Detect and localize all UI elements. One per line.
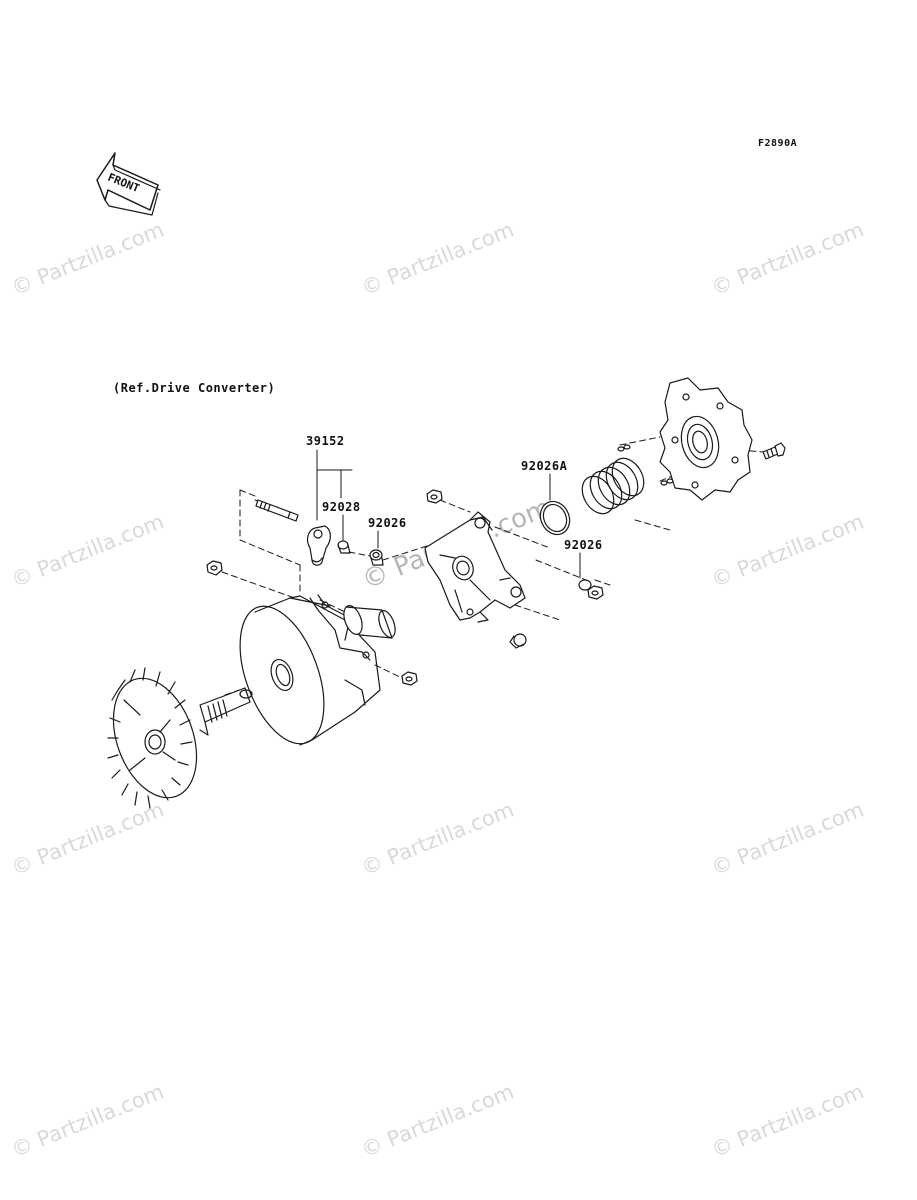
spring (581, 457, 645, 515)
front-arrow-icon: FRONT (96, 152, 161, 216)
nut-right (587, 585, 604, 600)
spider (424, 511, 526, 623)
leader-39152 (316, 449, 353, 521)
part-label-92026-second[interactable]: 92026 (564, 538, 603, 552)
ring-92026A (539, 500, 571, 536)
nut-center (426, 489, 443, 504)
oring-92026 (578, 579, 592, 591)
nut-left (206, 560, 223, 576)
weight-pin (255, 499, 299, 522)
nut-sheave (401, 671, 418, 686)
cover-bolt (762, 442, 786, 460)
bushing-92026 (369, 549, 384, 566)
dashed-assembly-lines (221, 436, 764, 696)
part-label-92026[interactable]: 92026 (368, 516, 407, 530)
part-label-39152[interactable]: 39152 (306, 434, 345, 448)
sheave-bushing (343, 605, 396, 639)
movable-sheave (239, 594, 381, 746)
bushing-92028 (337, 540, 351, 554)
spider-roller (509, 633, 527, 649)
fixed-sheave (107, 667, 198, 809)
part-label-92026A[interactable]: 92026A (521, 459, 568, 473)
weight-arm (306, 525, 331, 566)
reference-note: (Ref.Drive Converter) (113, 381, 276, 395)
part-label-92028[interactable]: 92028 (322, 500, 361, 514)
cover-flange (659, 377, 753, 501)
drive-shaft (199, 687, 253, 736)
figure-code: F2890A (758, 138, 798, 149)
